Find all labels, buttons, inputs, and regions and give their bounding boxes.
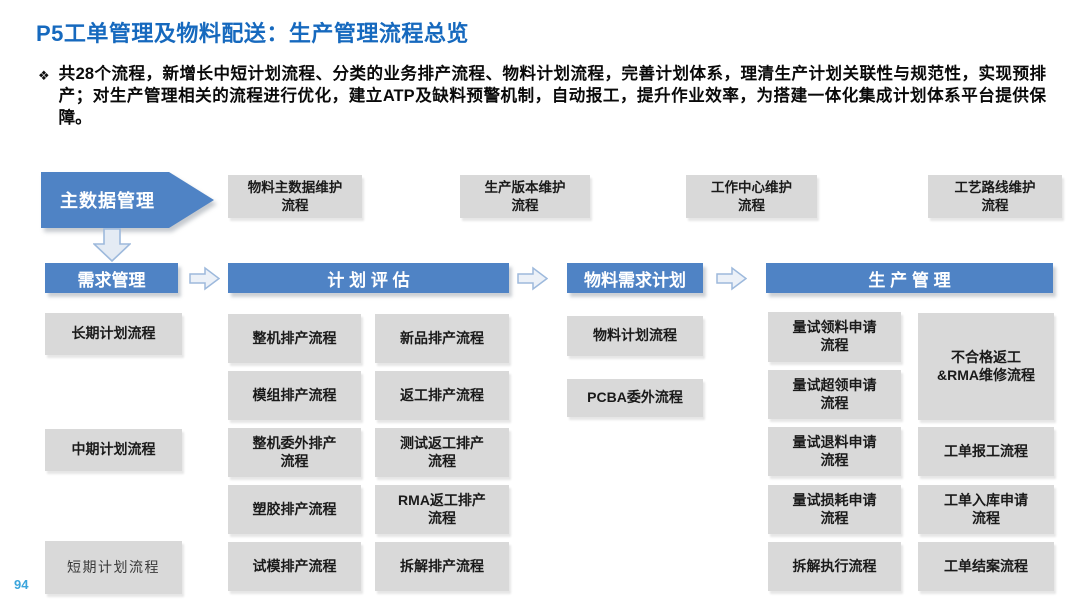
node-material-plan-flow: 物料计划流程 <box>567 316 703 356</box>
node-whole-machine-outsourcing-scheduling-flow: 整机委外排产 流程 <box>228 428 361 477</box>
node-rework-scheduling-flow: 返工排产流程 <box>375 371 509 420</box>
master-data-arrow-shape: 主数据管理 <box>41 172 214 228</box>
node-trial-material-return-request-flow: 量试退料申请 流程 <box>768 427 901 476</box>
right-arrow-icon <box>716 266 747 291</box>
node-rma-rework-scheduling-flow: RMA返工排产 流程 <box>375 485 509 534</box>
summary-text: 共28个流程，新增长中短计划流程、分类的业务排产流程、物料计划流程，完善计划体系… <box>58 65 1046 127</box>
node-work-order-closing-flow: 工单结案流程 <box>918 542 1054 591</box>
node-plastic-scheduling-flow: 塑胶排产流程 <box>228 485 361 534</box>
node-material-master-data-flow: 物料主数据维护 流程 <box>228 175 362 218</box>
node-routing-flow: 工艺路线维护 流程 <box>928 175 1062 218</box>
node-trial-over-picking-request-flow: 量试超领申请 流程 <box>768 370 901 419</box>
node-work-center-flow: 工作中心维护 流程 <box>686 175 817 218</box>
node-work-order-warehousing-request-flow: 工单入库申请 流程 <box>918 485 1054 534</box>
master-data-label: 主数据管理 <box>60 191 155 211</box>
node-whole-machine-scheduling-flow: 整机排产流程 <box>228 314 361 363</box>
header-material-requirements-planning: 物料需求计划 <box>567 263 703 293</box>
node-trial-picking-request-flow: 量试领料申请 流程 <box>768 312 901 362</box>
page-number: 94 <box>14 577 29 592</box>
node-production-version-flow: 生产版本维护 流程 <box>460 175 590 218</box>
node-mid-term-plan-flow: 中期计划流程 <box>45 429 182 471</box>
node-trial-mold-scheduling-flow: 试模排产流程 <box>228 542 361 591</box>
down-arrow-icon <box>93 228 131 262</box>
node-trial-loss-request-flow: 量试损耗申请 流程 <box>768 485 901 534</box>
node-module-scheduling-flow: 模组排产流程 <box>228 371 361 420</box>
node-disassembly-execution-flow: 拆解执行流程 <box>768 542 901 591</box>
header-production-management: 生 产 管 理 <box>766 263 1053 293</box>
node-test-rework-scheduling-flow: 测试返工排产 流程 <box>375 428 509 477</box>
node-new-product-scheduling-flow: 新品排产流程 <box>375 314 509 363</box>
node-pcba-outsourcing-flow: PCBA委外流程 <box>567 379 703 417</box>
header-plan-evaluation: 计 划 评 估 <box>228 263 509 293</box>
right-arrow-icon <box>517 266 548 291</box>
page-title: P5工单管理及物料配送：生产管理流程总览 <box>36 21 469 46</box>
node-work-order-reporting-flow: 工单报工流程 <box>918 427 1054 476</box>
right-arrow-icon <box>189 266 220 291</box>
node-long-term-plan-flow: 长期计划流程 <box>45 313 182 355</box>
node-master-data-management: 主数据管理 <box>41 172 214 228</box>
node-short-term-plan-flow: 短期计划流程 <box>45 541 182 594</box>
header-demand-management: 需求管理 <box>45 263 178 293</box>
node-disassembly-scheduling-flow: 拆解排产流程 <box>375 542 509 591</box>
diamond-bullet-icon: ❖ <box>38 68 50 83</box>
summary-bullet: ❖ 共28个流程，新增长中短计划流程、分类的业务排产流程、物料计划流程，完善计划… <box>38 64 1046 129</box>
node-nonconforming-rework-rma-repair-flow: 不合格返工 &RMA维修流程 <box>918 313 1054 420</box>
